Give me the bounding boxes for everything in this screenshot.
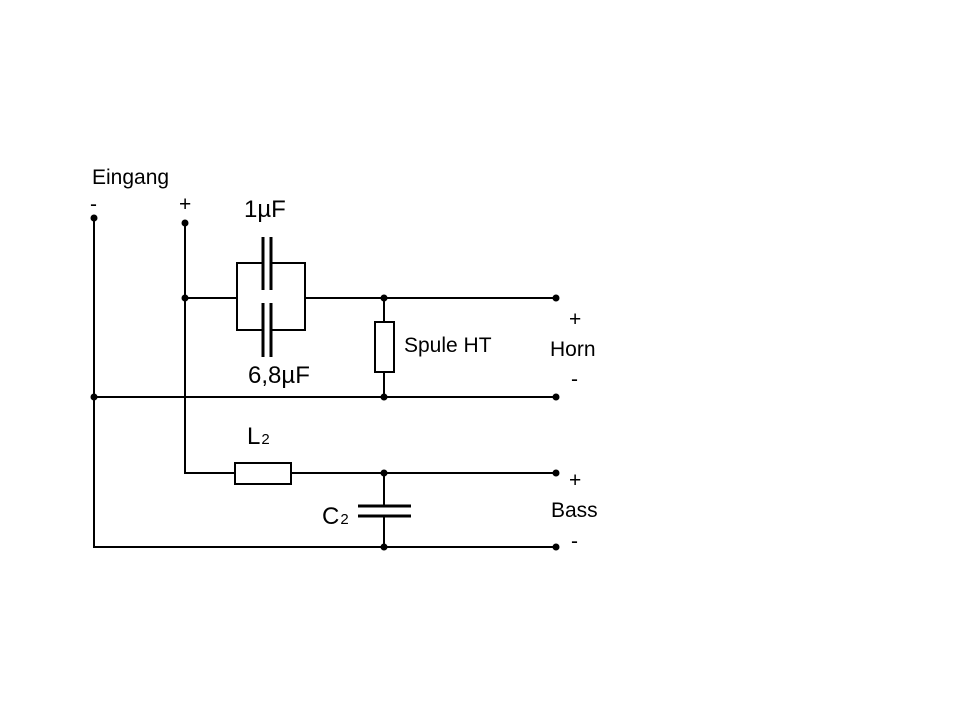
label-input-plus: + [179, 193, 191, 216]
label-bass: Bass [551, 499, 598, 522]
terminal-bass-plus [552, 469, 560, 477]
label-cap-6-8uf: 6,8µF [248, 362, 310, 389]
capacitor-bank [236, 237, 306, 357]
node-bass-plus [380, 469, 388, 477]
inductor-l2-symbol [234, 462, 292, 485]
label-cap-1uf: 1µF [244, 196, 286, 223]
terminal-horn-minus [552, 393, 560, 401]
coil-ht-symbol [374, 321, 395, 373]
terminal-bass-minus [552, 543, 560, 551]
label-input: Eingang [92, 166, 169, 189]
node-plus-caps [181, 294, 189, 302]
label-coil-ht: Spule HT [404, 334, 492, 357]
label-bass-plus: + [569, 469, 581, 492]
label-l2-main: L [247, 423, 260, 450]
node-horn-minus [380, 393, 388, 401]
node-horn-plus [380, 294, 388, 302]
node-bass-minus [380, 543, 388, 551]
label-bass-minus: - [571, 530, 578, 553]
terminal-input-minus [90, 214, 98, 222]
node-minus-horn [90, 393, 98, 401]
nodes [90, 214, 560, 551]
wires [93, 217, 557, 548]
terminal-horn-plus [552, 294, 560, 302]
label-c2-main: C [322, 503, 339, 530]
label-l2-sub: 2 [261, 431, 269, 448]
label-horn: Horn [550, 338, 596, 361]
label-input-minus: - [90, 193, 97, 216]
label-inductor-l2: L2 [247, 423, 270, 450]
label-capacitor-c2: C2 [322, 503, 349, 530]
label-horn-minus: - [571, 368, 578, 391]
label-horn-plus: + [569, 308, 581, 331]
label-c2-sub: 2 [340, 511, 348, 528]
terminal-input-plus [181, 219, 189, 227]
capacitor-c2-symbol [358, 504, 411, 518]
